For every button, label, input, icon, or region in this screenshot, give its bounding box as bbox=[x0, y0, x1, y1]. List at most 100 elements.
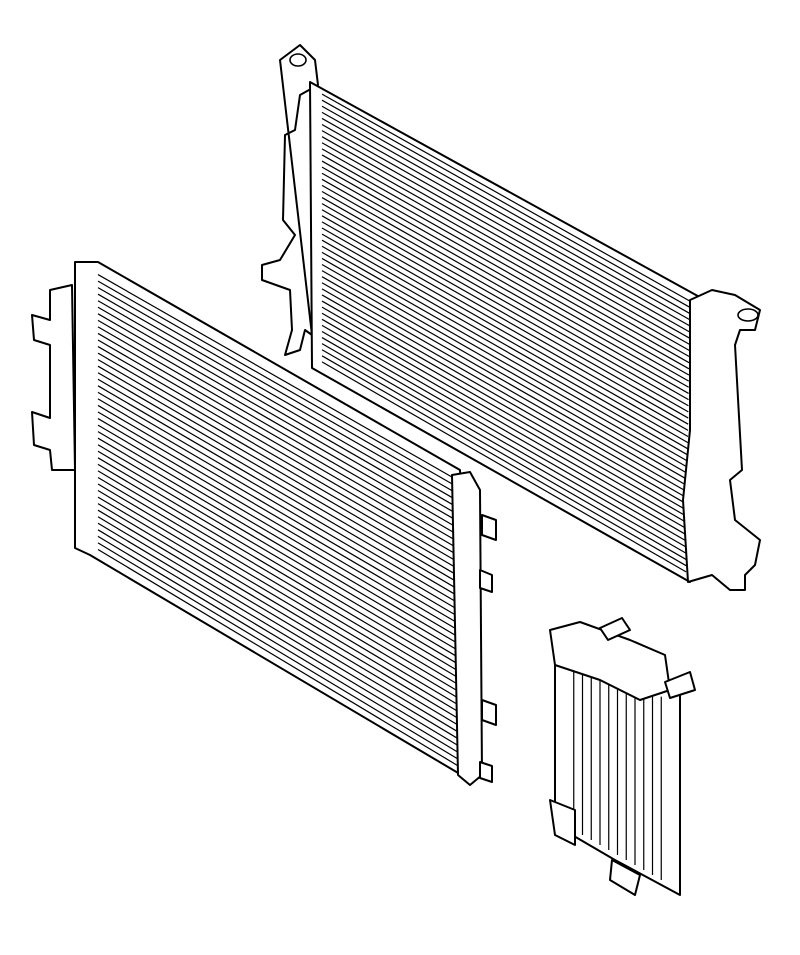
radiator-left-bracket bbox=[261, 44, 319, 356]
fin-line bbox=[321, 312, 688, 524]
fin-line bbox=[321, 154, 690, 364]
fin-line bbox=[321, 209, 689, 419]
fin-line bbox=[321, 166, 690, 376]
fin-line bbox=[97, 300, 457, 507]
cooler-inlet-pipe bbox=[599, 617, 631, 641]
fin-line bbox=[97, 470, 461, 686]
fin-line bbox=[97, 385, 459, 597]
fin-line bbox=[321, 306, 688, 517]
fin-line bbox=[97, 326, 457, 535]
fin-line bbox=[321, 245, 689, 456]
fin-line bbox=[97, 365, 458, 576]
fin-line bbox=[97, 352, 458, 563]
fin-line bbox=[97, 503, 462, 721]
fin-line bbox=[97, 483, 461, 700]
fin-line bbox=[97, 529, 462, 748]
fin-line bbox=[97, 391, 459, 604]
fin-line bbox=[97, 496, 461, 714]
fin-line bbox=[321, 337, 687, 548]
fin-line bbox=[97, 450, 460, 666]
fin-line bbox=[97, 548, 463, 769]
fin-line bbox=[97, 490, 461, 707]
cooler-outlet-pipe bbox=[664, 671, 696, 699]
fin-line bbox=[97, 476, 461, 693]
cooler-lower-bracket bbox=[609, 859, 641, 896]
fin-line bbox=[321, 270, 688, 481]
fin-line bbox=[97, 398, 459, 611]
fin-line bbox=[321, 282, 688, 493]
fin-line bbox=[321, 343, 687, 554]
fin-line bbox=[97, 306, 457, 514]
fin-line bbox=[321, 93, 691, 302]
fin-line bbox=[97, 359, 458, 569]
fin-line bbox=[97, 437, 460, 652]
fin-line bbox=[321, 233, 689, 444]
ac-condenser bbox=[31, 261, 497, 786]
fin-line bbox=[321, 288, 688, 499]
fin-line bbox=[321, 160, 690, 370]
fin-line bbox=[321, 190, 689, 401]
fin-line bbox=[97, 404, 459, 618]
condenser-tab bbox=[481, 699, 497, 726]
fin-line bbox=[97, 378, 459, 590]
fin-line bbox=[321, 349, 687, 561]
fin-line bbox=[321, 318, 687, 530]
fin-line bbox=[97, 424, 460, 638]
fin-line bbox=[97, 542, 462, 762]
fin-line bbox=[321, 324, 687, 536]
fin-line bbox=[321, 221, 689, 431]
fin-line bbox=[97, 535, 462, 755]
fin-line bbox=[97, 339, 458, 549]
fin-line bbox=[97, 280, 456, 487]
fin-line bbox=[321, 130, 690, 339]
fin-line bbox=[321, 99, 691, 308]
condenser-tab bbox=[481, 514, 497, 541]
condenser-pipe-lower bbox=[479, 761, 493, 783]
fin-line bbox=[97, 287, 456, 494]
fin-line bbox=[97, 522, 462, 742]
fin-line bbox=[321, 172, 690, 382]
fin-line bbox=[97, 346, 458, 556]
fin-line bbox=[321, 197, 689, 407]
fin-line bbox=[321, 227, 689, 438]
cooler-lower-bracket bbox=[549, 799, 576, 846]
fin-line bbox=[97, 293, 456, 501]
fin-line bbox=[97, 274, 456, 480]
fin-line bbox=[97, 332, 457, 542]
fin-line bbox=[321, 117, 690, 327]
coolant-radiator bbox=[261, 44, 761, 591]
fin-line bbox=[97, 516, 462, 735]
auxiliary-cooler bbox=[549, 617, 696, 896]
fin-line bbox=[321, 178, 689, 388]
fin-line bbox=[321, 136, 690, 345]
fin-line bbox=[321, 300, 688, 511]
fin-line bbox=[97, 509, 462, 728]
fin-line bbox=[97, 431, 460, 645]
fin-line bbox=[321, 184, 689, 394]
fin-line bbox=[321, 355, 687, 567]
fin-line bbox=[321, 203, 689, 413]
fin-line bbox=[321, 294, 688, 505]
fin-line bbox=[97, 411, 459, 625]
fin-line bbox=[321, 264, 688, 474]
fin-line bbox=[321, 330, 687, 542]
fin-line bbox=[97, 418, 459, 631]
fin-line bbox=[97, 372, 458, 583]
fin-line bbox=[321, 251, 688, 462]
fin-line bbox=[321, 215, 689, 425]
fin-line bbox=[321, 111, 690, 321]
radiator-mount-hole bbox=[289, 53, 307, 67]
fin-line bbox=[97, 463, 461, 680]
fin-line bbox=[97, 457, 460, 673]
radiator-right-tank bbox=[682, 289, 761, 591]
fin-line bbox=[321, 105, 691, 314]
fin-line bbox=[97, 444, 460, 659]
fin-line bbox=[321, 257, 688, 468]
fin-line bbox=[97, 313, 457, 521]
fin-line bbox=[97, 319, 457, 528]
fin-line bbox=[321, 123, 690, 333]
fin-line bbox=[321, 142, 690, 351]
fin-line bbox=[321, 361, 687, 573]
fin-line bbox=[321, 239, 689, 450]
